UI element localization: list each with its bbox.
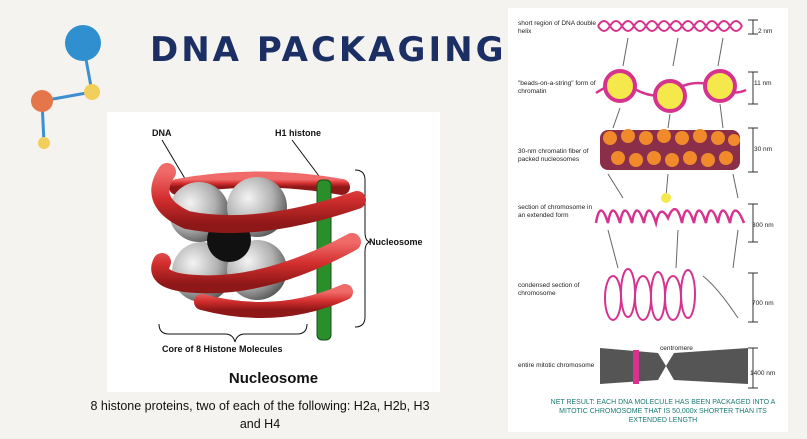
stage-label-extended-section: section of chromosome in an extended for… xyxy=(518,204,593,219)
stage-label-double-helix: short region of DNA double helix xyxy=(518,20,597,35)
scale-label-11nm: 11 nm xyxy=(754,80,772,87)
molecule-decoration-icon xyxy=(31,25,101,149)
scale-label-300nm: 300 nm xyxy=(752,222,774,229)
stage-label-30nm-fiber: 30-nm chromatin fiber of packed nucleoso… xyxy=(518,148,589,163)
molecule-atom-orange-icon xyxy=(31,90,53,112)
nucleosome-diagram: DNA H1 histone Nucleosome Core of 8 Hist… xyxy=(107,112,440,392)
chromatin-packaging-diagram: short region of DNA double helix "beads-… xyxy=(508,8,788,432)
stage-label-mitotic-chromosome: entire mitotic chromosome xyxy=(518,362,595,369)
scale-label-2nm: 2 nm xyxy=(758,28,773,35)
scale-label-1400nm: 1400 nm xyxy=(750,370,776,377)
chromatin-illustration xyxy=(594,19,758,389)
dna-label: DNA xyxy=(152,128,172,138)
histone-core-label: Core of 8 Histone Molecules xyxy=(162,344,283,354)
stage-label-beads-on-string: "beads-on-a-string" form of chromatin xyxy=(518,80,596,95)
molecule-atom-yellow-icon xyxy=(84,84,100,100)
molecule-atom-large-icon xyxy=(65,25,101,61)
centromere-label: centromere xyxy=(660,345,693,352)
nucleosome-caption: Nucleosome xyxy=(228,370,319,387)
nucleosome-label: Nucleosome xyxy=(369,237,423,247)
scale-label-700nm: 700 nm xyxy=(752,300,774,307)
nucleosome-illustration xyxy=(151,139,372,343)
page-title: DNA PACKAGING xyxy=(150,30,507,70)
molecule-atom-small-icon xyxy=(38,137,50,149)
stage-label-condensed-section: condensed section of chromosome xyxy=(518,282,580,297)
net-result-text: NET RESULT: EACH DNA MOLECULE HAS BEEN P… xyxy=(550,399,776,424)
h1-histone-label: H1 histone xyxy=(275,128,322,138)
histone-description: 8 histone proteins, two of each of the f… xyxy=(90,399,430,431)
scale-label-30nm: 30 nm xyxy=(754,146,773,153)
